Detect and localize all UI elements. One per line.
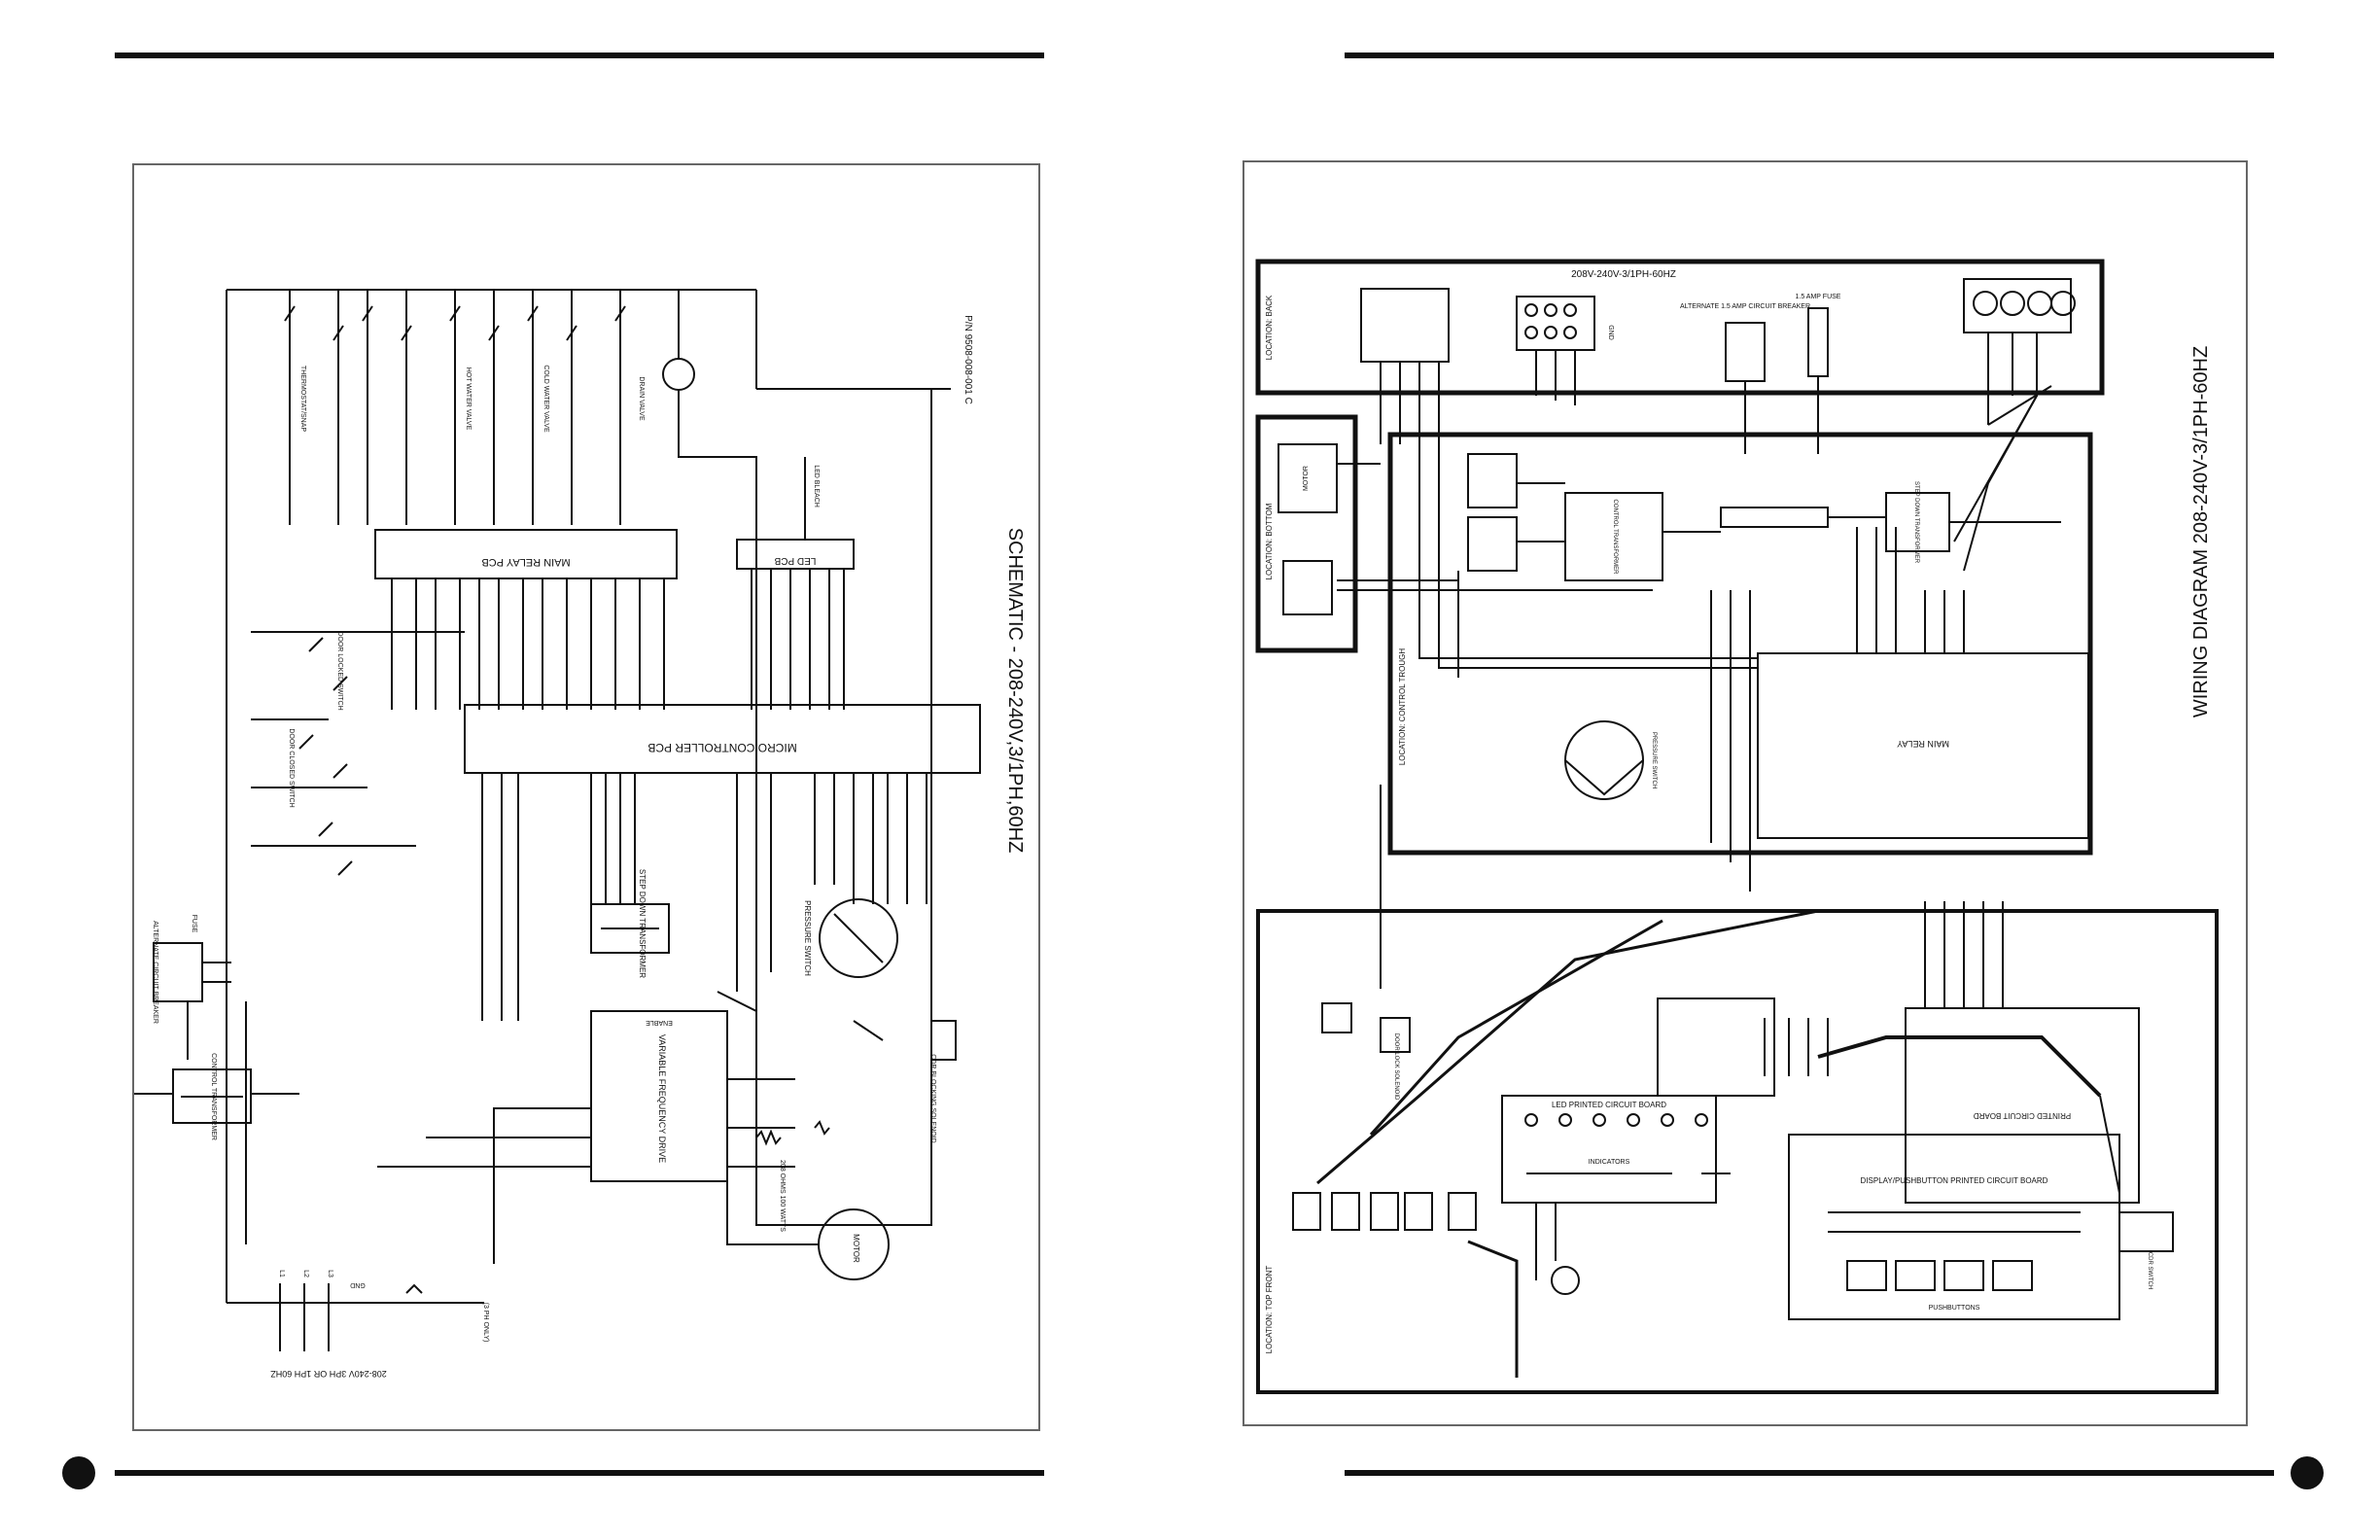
power-label-l2: L2 (302, 1270, 309, 1278)
pushbuttons-label: PUSHBUTTONS (1929, 1305, 1980, 1312)
thermostat-label: THERMOSTAT/SNAP (299, 366, 306, 433)
indicators-label: INDICATORS (1589, 1159, 1630, 1166)
three-ph-label: (3 PH ONLY) (482, 1303, 489, 1343)
micro-board-label: PRINTED CIRCUIT BOARD (1974, 1111, 2072, 1120)
schematic-diagram: SCHEMATIC - 208-240V,3/1PH,60HZ P/N 9508… (134, 289, 1026, 1379)
main-relay-label: MAIN RELAY (1897, 739, 1949, 749)
top-rule-left (115, 52, 1044, 58)
step-down-label: STEP DOWN TRANSFORMER (1913, 481, 1919, 564)
location-control-trough: LOCATION: CONTROL TROUGH (1398, 648, 1407, 766)
main-relay-label: MAIN RELAY PCB (481, 556, 570, 568)
drain-valve-label: DRAIN VALVE (638, 376, 645, 421)
fuse-label: FUSE (191, 915, 197, 933)
enable-label: ENABLE (646, 1019, 673, 1026)
bullet-left (62, 1456, 95, 1489)
vfd-label: VARIABLE FREQUENCY DRIVE (657, 1034, 667, 1163)
hot-water-label: HOT WATER VALVE (465, 368, 472, 431)
wiring-title: WIRING DIAGRAM 208-240V-3/1PH-60HZ (2190, 346, 2212, 718)
led-bleach-label: LED BLEACH (813, 465, 820, 508)
top-rule-right (1345, 52, 2274, 58)
door-closed-label: DOOR CLOSED SWITCH (288, 728, 295, 807)
control-transformer-label: CONTROL TRANSFORMER (210, 1053, 217, 1140)
step-down-label: STEP DOWN TRANSFORMER (638, 869, 647, 978)
motor-label: MOTOR (1303, 466, 1310, 491)
cdr-switch-label: CDR SWITCH (2147, 1252, 2152, 1289)
bottom-rule-right (1345, 1470, 2274, 1476)
led-board-label: LED PRINTED CIRCUIT BOARD (1552, 1101, 1666, 1109)
door-lock-label: DOOR LOCK SOLENOID (1393, 1033, 1399, 1101)
motor-label: MOTOR (852, 1234, 860, 1263)
led-pcb-label: LED PCB (774, 555, 816, 566)
control-transformer-label: CONTROL TRANSFORMER (1612, 499, 1618, 575)
location-bottom: LOCATION: BOTTOM (1265, 503, 1274, 579)
bullet-right (2291, 1456, 2324, 1489)
cold-water-label: COLD WATER VALVE (542, 365, 549, 433)
location-top-front: LOCATION: TOP FRONT (1265, 1266, 1274, 1354)
power-label-l3: L3 (327, 1270, 333, 1278)
voltage-note: 208-240V 3PH OR 1PH 60HZ (270, 1369, 387, 1379)
supply-label: 208V-240V-3/1PH-60HZ (1571, 269, 1676, 280)
part-number: P/N 9508-008-001 C (962, 315, 973, 404)
schematic-title: SCHEMATIC - 208-240V,3/1PH,60HZ (1004, 528, 1026, 854)
bottom-rule-left (115, 1470, 1044, 1476)
wiring-diagram: WIRING DIAGRAM 208-240V-3/1PH-60HZ 208V-… (1255, 259, 2219, 1394)
pressure-switch-label: PRESSURE SWITCH (1651, 732, 1657, 788)
gnd-label: GND (350, 1281, 366, 1288)
pressure-switch-label: PRESSURE SWITCH (803, 900, 812, 976)
brake-label: 208 OHMS 100 WATTS (779, 1160, 786, 1232)
wiring-panel: WIRING DIAGRAM 208-240V-3/1PH-60HZ 208V-… (1242, 160, 2248, 1426)
gnd-label: GND (1607, 325, 1614, 340)
schematic-panel: SCHEMATIC - 208-240V,3/1PH,60HZ P/N 9508… (132, 163, 1040, 1431)
door-locked-label: DOOR LOCKED SWITCH (336, 631, 343, 710)
fuse-label: 1.5 AMP FUSE (1796, 294, 1841, 300)
location-back: LOCATION: BACK (1265, 295, 1274, 360)
breaker-label: ALTERNATE CIRCUIT BREAKER (152, 921, 158, 1024)
breaker-label: ALTERNATE 1.5 AMP CIRCUIT BREAKER (1680, 303, 1810, 310)
cdr-solenoid-label: CDR BLOCKING SOLENOID (929, 1054, 936, 1142)
micro-controller-label: MICRO CONTROLLER PCB (648, 741, 796, 754)
power-label-l1: L1 (278, 1270, 285, 1278)
display-board-label: DISPLAY/PUSHBUTTON PRINTED CIRCUIT BOARD (1861, 1176, 2048, 1185)
